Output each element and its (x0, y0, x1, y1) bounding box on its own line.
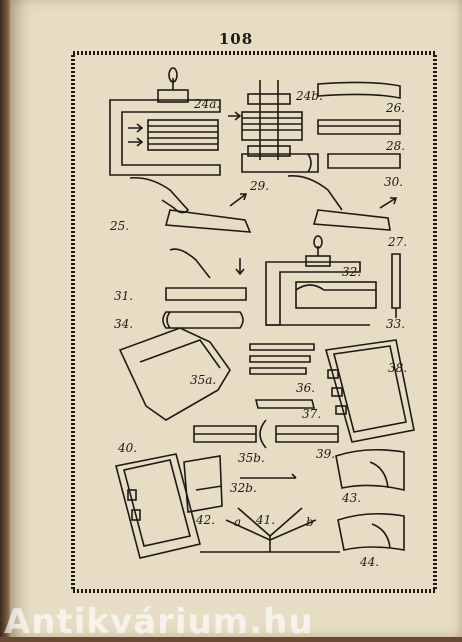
plate-border (71, 51, 437, 593)
book-page: 108 (10, 0, 462, 637)
figure-42-block (183, 455, 223, 513)
figure-32b-line (240, 473, 297, 479)
figure-label: 43. (341, 491, 361, 505)
figure-27-hand (287, 174, 398, 231)
figure-35a-book (118, 327, 231, 421)
figure-24b-clamp (228, 80, 303, 160)
figure-label: 37. (302, 407, 321, 421)
figure-label: 34. (114, 317, 133, 331)
figure-labels: 24a. 24b. 26. 28. 29. 30. 25. 27. 31. 32… (109, 89, 407, 569)
figure-label: 35b. (238, 451, 265, 465)
figure-label: 32. (342, 265, 361, 279)
figure-32-press (265, 235, 377, 326)
figure-41-stand (200, 507, 340, 553)
figure-label: 36. (296, 381, 315, 395)
figure-24a-press (109, 67, 221, 176)
figure-36-strips (249, 343, 315, 375)
figure-26-strip (317, 81, 401, 99)
figure-label: 44. (359, 555, 379, 569)
figure-label: 28. (385, 139, 405, 153)
figure-label: 31. (114, 289, 133, 303)
figure-29-rod (241, 153, 319, 173)
figure-label: 39. (316, 447, 335, 461)
figure-label: a (234, 515, 241, 529)
figure-label: 35a. (190, 373, 216, 387)
page-number: 108 (218, 30, 254, 48)
figure-37-bar (254, 399, 316, 409)
figure-44-fan (337, 512, 405, 551)
figure-label: b (306, 515, 314, 529)
figure-label: 41. (255, 513, 275, 527)
figure-label: 32b. (230, 481, 257, 495)
illustration-plate: 24a. 24b. 26. 28. 29. 30. 25. 27. 31. 32… (70, 50, 438, 594)
figure-31-board (165, 248, 247, 301)
figure-label: 38. (388, 361, 407, 375)
figure-label: 40. (117, 441, 137, 455)
figure-drawings (109, 67, 415, 559)
figures-svg: 24a. 24b. 26. 28. 29. 30. 25. 27. 31. 32… (71, 51, 437, 593)
figure-label: 24b. (295, 89, 323, 103)
figure-label: 29. (249, 179, 269, 193)
figure-label: 26. (385, 101, 405, 115)
figure-34-rod (162, 311, 244, 329)
figure-label: 24a. (193, 97, 220, 111)
figure-38-book (324, 339, 415, 443)
figure-35b-rods (193, 419, 339, 449)
figure-25-hand (129, 176, 252, 233)
figure-30-rod (327, 153, 401, 169)
watermark: Antikvárium.hu (4, 602, 314, 642)
figure-label: 42. (195, 513, 215, 527)
figure-28-strip (317, 119, 401, 135)
figure-label: 25. (109, 219, 129, 233)
figure-label: 30. (384, 175, 403, 189)
figure-33-tool (391, 253, 401, 318)
figure-label: 33. (386, 317, 405, 331)
book-spine (0, 0, 12, 637)
figure-label: 27. (387, 235, 407, 249)
figure-40-book (115, 453, 201, 559)
figure-43-fan (335, 448, 405, 492)
